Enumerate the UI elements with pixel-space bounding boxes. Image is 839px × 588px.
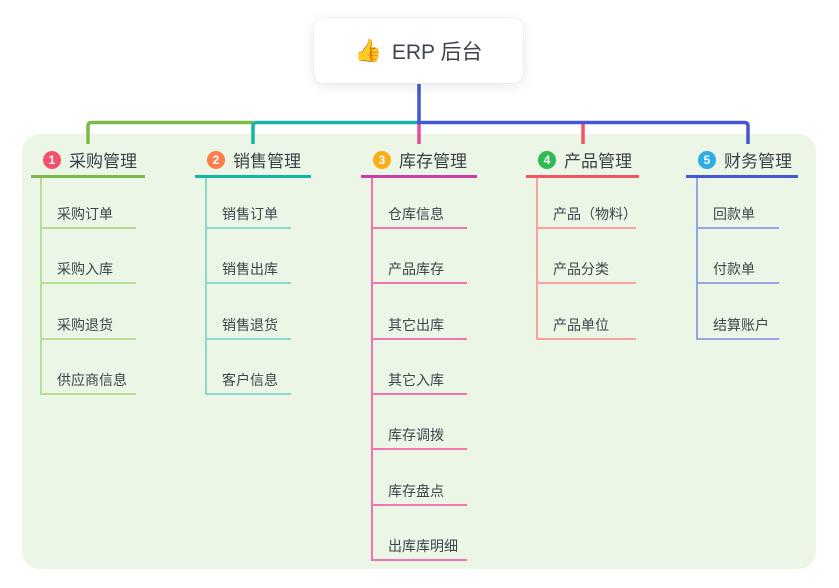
branch-badge: 2 [207, 150, 225, 169]
branch-badge: 1 [43, 150, 61, 169]
item-label: 出库库明细 [388, 537, 458, 554]
item-label: 库存盘点 [388, 482, 444, 499]
item-label: 产品分类 [553, 261, 609, 278]
item-label: 付款单 [713, 261, 755, 278]
item-label: 采购订单 [57, 206, 113, 222]
mindmap-item[interactable]: 销售出库 [205, 254, 291, 285]
branch-header[interactable]: 4 产品管理 [526, 144, 639, 178]
item-label: 采购退货 [57, 316, 113, 333]
item-label: 客户信息 [222, 371, 278, 388]
branch-header[interactable]: 5 财务管理 [686, 144, 798, 178]
mindmap-item[interactable]: 回款单 [696, 199, 779, 229]
mindmap-item[interactable]: 库存盘点 [371, 476, 467, 506]
root-node[interactable]: 👍 ERP 后台 [314, 18, 523, 83]
thumbs-up-icon: 👍 [354, 37, 382, 63]
mindmap-item[interactable]: 其它入库 [371, 365, 467, 395]
branch-label: 销售管理 [233, 152, 301, 171]
branch-header[interactable]: 2 销售管理 [195, 144, 311, 178]
mindmap-item[interactable]: 付款单 [696, 254, 779, 285]
branch-label: 产品管理 [564, 152, 632, 171]
branch-tree-line [536, 178, 538, 340]
item-label: 回款单 [713, 206, 755, 222]
branch-label: 采购管理 [69, 152, 137, 171]
background-panel [22, 134, 816, 569]
branch-header[interactable]: 3 库存管理 [361, 144, 477, 178]
item-label: 产品（物料） [553, 206, 637, 222]
item-label: 结算账户 [713, 316, 769, 333]
branch-tree-line [371, 178, 373, 561]
item-label: 销售退货 [222, 316, 278, 333]
mindmap-item[interactable]: 出库库明细 [371, 531, 467, 561]
item-label: 销售订单 [222, 206, 278, 222]
mindmap-item[interactable]: 采购退货 [40, 310, 136, 340]
mindmap-item[interactable]: 仓库信息 [371, 199, 467, 229]
item-label: 供应商信息 [57, 371, 127, 388]
mindmap-item[interactable]: 供应商信息 [40, 365, 136, 395]
mindmap-item[interactable]: 销售退货 [205, 310, 291, 340]
mindmap-item[interactable]: 产品单位 [536, 310, 636, 340]
mindmap-item[interactable]: 其它出库 [371, 310, 467, 340]
mindmap-item[interactable]: 销售订单 [205, 199, 291, 229]
branch-tree-line [696, 178, 698, 340]
item-label: 其它入库 [388, 371, 444, 388]
item-label: 产品单位 [553, 316, 609, 333]
branch-badge: 5 [698, 150, 716, 169]
mindmap-item[interactable]: 产品（物料） [536, 199, 637, 229]
item-label: 仓库信息 [388, 206, 444, 222]
branch-header[interactable]: 1 采购管理 [31, 144, 145, 178]
mindmap-item[interactable]: 采购入库 [40, 254, 136, 285]
mindmap-item[interactable]: 采购订单 [40, 199, 136, 229]
mindmap-item[interactable]: 产品分类 [536, 254, 636, 285]
item-label: 采购入库 [57, 261, 113, 278]
branch-tree-line [205, 178, 207, 395]
mindmap-item[interactable]: 库存调拨 [371, 420, 467, 451]
branch-label: 库存管理 [399, 152, 467, 171]
branch-badge: 4 [538, 150, 556, 169]
branch-badge: 3 [373, 150, 391, 169]
item-label: 库存调拨 [388, 427, 444, 444]
item-label: 销售出库 [222, 261, 278, 278]
mindmap-item[interactable]: 客户信息 [205, 365, 291, 395]
branch-label: 财务管理 [724, 152, 792, 171]
item-label: 其它出库 [388, 316, 444, 333]
mindmap-item[interactable]: 产品库存 [371, 254, 467, 285]
mindmap-item[interactable]: 结算账户 [696, 310, 779, 340]
root-label: ERP 后台 [391, 40, 483, 64]
branch-tree-line [40, 178, 42, 395]
item-label: 产品库存 [388, 261, 444, 278]
